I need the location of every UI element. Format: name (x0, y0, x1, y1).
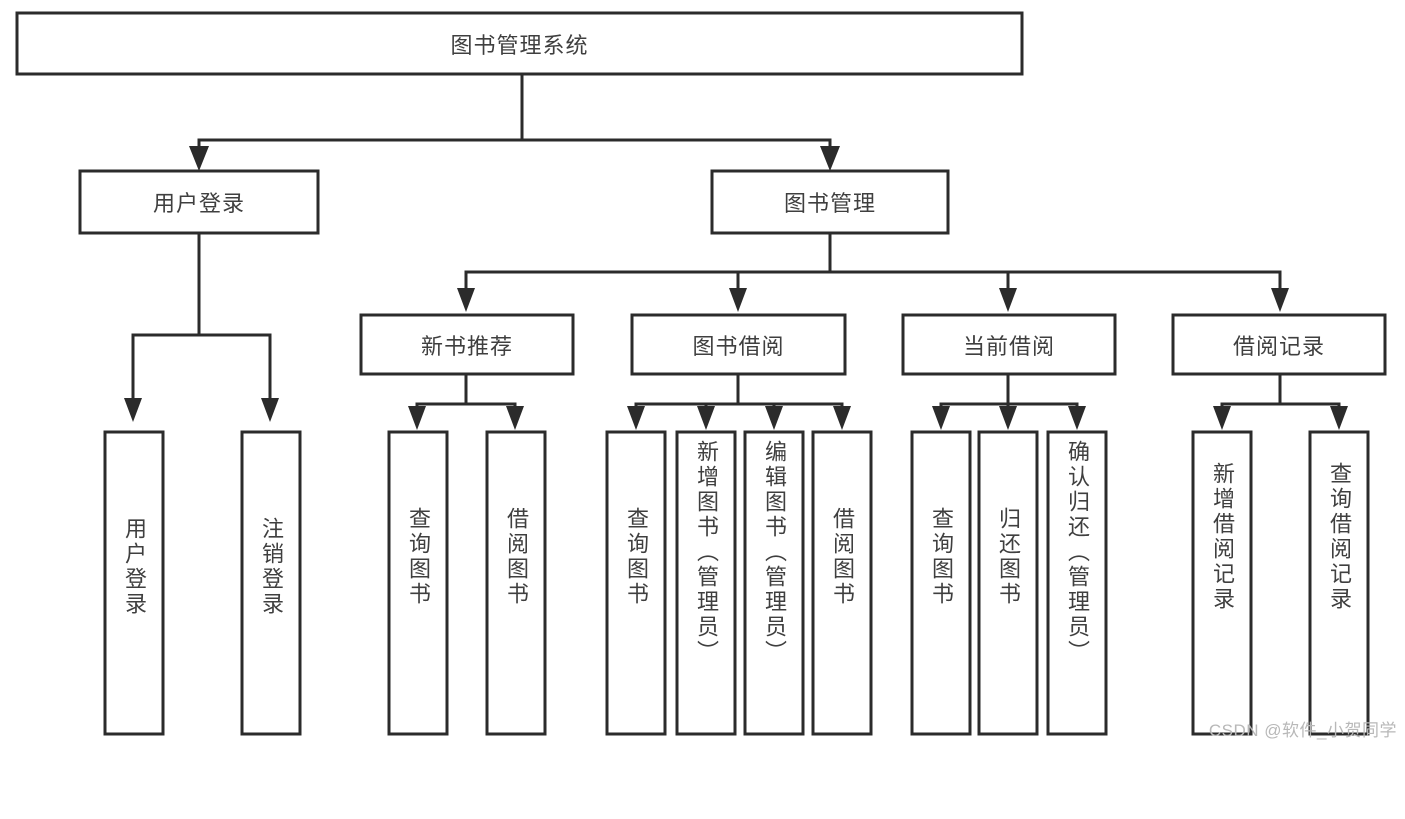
node-leaf-add-book-box[interactable] (675, 430, 737, 736)
csdn-watermark: CSDN @软件_小贺同学 (1208, 721, 1397, 740)
arrowhead-currentborrow-leaf-1 (932, 406, 950, 430)
diagram-canvas: 图书管理系统 用户登录 图书管理 新书推荐 图书借阅 当前借阅 借阅记录 用户登… (15, 11, 1397, 740)
arrowhead-leaf-user-login-2 (261, 398, 279, 422)
arrowhead-newbook (457, 288, 475, 312)
node-leaf-edit-book-box[interactable] (743, 430, 805, 736)
arrowhead-currentborrow-leaf-2 (999, 406, 1017, 430)
arrowhead-userlogin (189, 146, 209, 171)
node-leaf-borrow-book-1-box[interactable] (485, 430, 547, 736)
arrowhead-bookborrow-leaf-4 (833, 406, 851, 430)
arrowhead-borrowrecord-leaf-2 (1330, 406, 1348, 430)
arrowhead-bookborrow-leaf-2 (697, 406, 715, 430)
node-leaf-query-record-box[interactable] (1308, 430, 1370, 736)
arrowhead-bookborrow-leaf-3 (765, 406, 783, 430)
arrowhead-borrowrecord (1271, 288, 1289, 312)
node-book-borrow-box[interactable] (630, 313, 847, 376)
node-leaf-logout-box[interactable] (240, 430, 302, 736)
node-leaf-confirm-return-box[interactable] (1046, 430, 1108, 736)
node-root-box[interactable] (15, 11, 1024, 76)
node-user-login-box[interactable] (78, 169, 320, 235)
node-new-book-box[interactable] (359, 313, 575, 376)
node-leaf-user-login-box[interactable] (103, 430, 165, 736)
node-leaf-add-record-box[interactable] (1191, 430, 1253, 736)
node-leaf-query-book-1-box[interactable] (387, 430, 449, 736)
arrowhead-borrowrecord-leaf-1 (1213, 406, 1231, 430)
arrowhead-bookborrow-leaf-1 (627, 406, 645, 430)
node-borrow-record-box[interactable] (1171, 313, 1387, 376)
arrowhead-bookmgmt (820, 146, 840, 171)
node-leaf-query-book-2-box[interactable] (605, 430, 667, 736)
node-leaf-borrow-book-2-box[interactable] (811, 430, 873, 736)
flowchart-svg (15, 11, 1387, 736)
arrowhead-bookborrow (729, 288, 747, 312)
arrowhead-currentborrow-leaf-3 (1068, 406, 1086, 430)
arrowhead-currentborrow (999, 288, 1017, 312)
node-current-borrow-box[interactable] (901, 313, 1117, 376)
node-leaf-return-book-box[interactable] (977, 430, 1039, 736)
arrowhead-leaf-user-login-1 (124, 398, 142, 422)
arrowhead-newbook-leaf-2 (506, 406, 524, 430)
node-leaf-query-book-3-box[interactable] (910, 430, 972, 736)
node-book-management-box[interactable] (710, 169, 950, 235)
arrowhead-newbook-leaf-1 (408, 406, 426, 430)
